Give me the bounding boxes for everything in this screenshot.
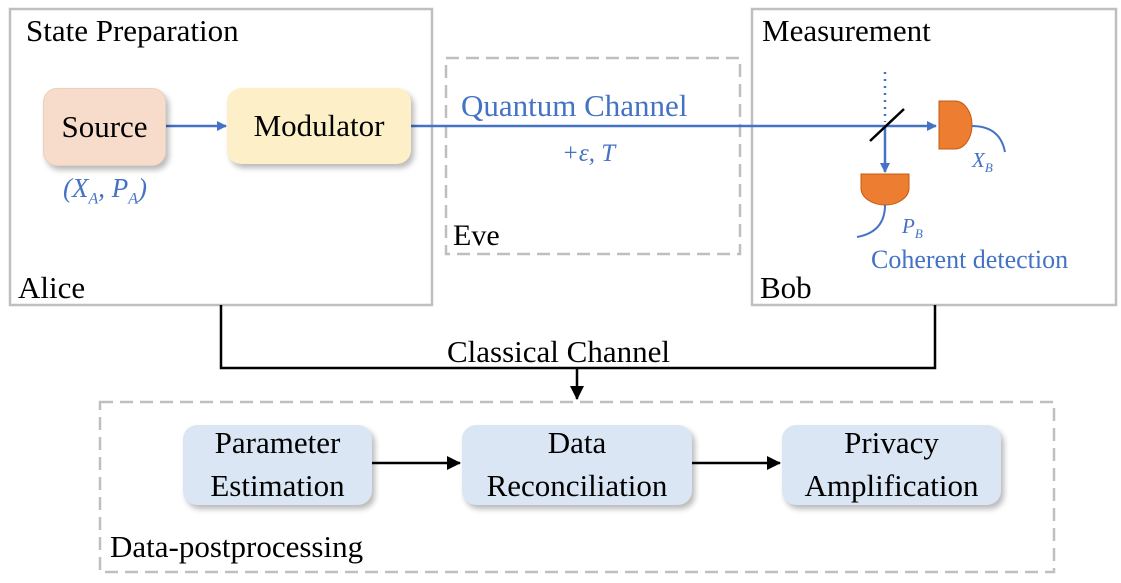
postprocessing-box [98,400,1056,574]
modulator-node: Modulator [227,88,411,164]
bob-section-title: Measurement [762,13,931,48]
xb-main: X [972,148,985,172]
classical-channel-label: Classical Channel [447,334,670,369]
parameter-estimation-line2: Estimation [210,468,345,503]
privacy-amplification-line1: Privacy [844,425,939,461]
alice-section-title: State Preparation [26,13,239,48]
coherent-detection-label: Coherent detection [871,245,1069,274]
modulator-label: Modulator [253,107,385,143]
data-reconciliation-line2: Reconciliation [486,468,668,503]
privacy-amplification-node: Privacy Amplification [782,425,1001,505]
parameter-estimation-line1: Parameter [214,425,341,461]
source-label: Source [61,108,148,144]
parameter-estimation-node: Parameter Estimation [183,425,372,505]
xb-sub: B [984,160,993,176]
bob-party-label: Bob [760,270,812,305]
pb-sub: B [914,226,923,242]
alice-party-label: Alice [18,270,86,305]
source-node: Source [43,88,166,166]
pb-main: P [902,214,915,238]
channel-params-label: +ε, T [562,140,616,167]
pb-detector-wire [856,204,886,238]
detector-icon [938,100,973,150]
pb-label: PB [902,214,923,242]
data-reconciliation-line1: Data [547,425,607,461]
privacy-amplification-line2: Amplification [804,468,979,503]
beam-splitter-icon [869,108,905,142]
eve-box [444,56,742,256]
detector-icon [860,173,910,206]
xb-label: XB [972,148,993,176]
xb-detector-wire [971,125,1006,153]
quadrature-label: (XA, PA) [63,173,148,208]
quantum-channel-label: Quantum Channel [461,88,688,123]
eve-party-label: Eve [453,219,500,252]
postprocessing-title: Data-postprocessing [110,529,364,564]
data-reconciliation-node: Data Reconciliation [462,425,692,505]
